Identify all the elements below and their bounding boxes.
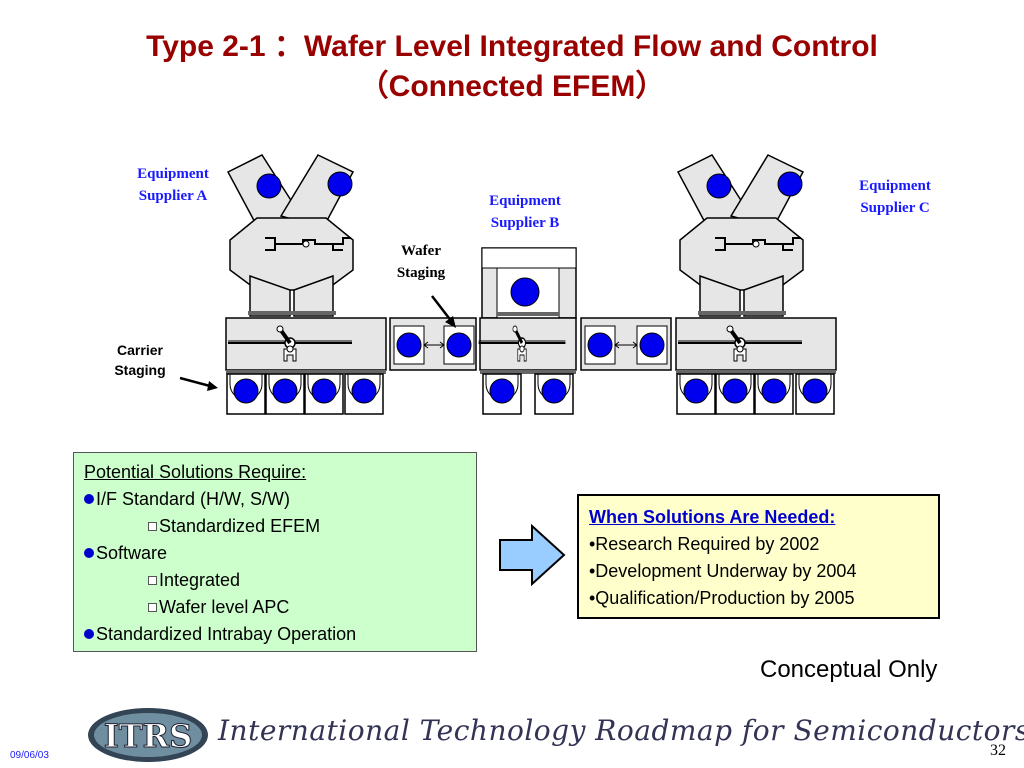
solution-subitem-text: Integrated [159,570,241,590]
efem-b [476,317,577,415]
supplier-b-label-line1: Equipment [489,193,561,209]
process-tool-b [481,247,577,319]
bullet-square-icon [148,603,157,612]
conceptual-note: Conceptual Only [760,656,938,683]
solution-item-text: Standardized Intrabay Operation [96,624,357,644]
carrier-staging-label-line2: Staging [114,362,166,378]
bullet-dot-icon [84,548,94,558]
slide-title-line1: Type 2-1 ：Wafer Level Integrated Flow an… [146,30,878,63]
supplier-a-label-line2: Supplier A [138,188,208,204]
solution-subitem: Standardized EFEM [84,513,466,540]
supplier-c-label-line1: Equipment [859,178,931,194]
solutions-timeline-box: When Solutions Are Needed: •Research Req… [577,494,940,619]
bullet-dot-icon [84,629,94,639]
wafer-staging-label-line1: Wafer [401,243,441,259]
itrs-banner-text: International Technology Roadmap for Sem… [218,714,1024,747]
carrier-staging-label-line1: Carrier [117,342,163,358]
slide-date: 09/06/03 [10,750,49,761]
solution-subitem-text: Wafer level APC [159,597,290,617]
solution-item: Standardized Intrabay Operation [84,621,466,648]
process-tool-a [226,153,355,318]
potential-solutions-heading: Potential Solutions Require: [84,462,307,482]
slide-title-line2: （Connected EFEM） [358,70,666,103]
supplier-c-label: Equipment Supplier C [840,175,950,219]
solution-subitem: Integrated [84,567,466,594]
solution-item-text: Software [96,543,168,563]
bullet-square-icon [148,522,157,531]
solution-item: Software [84,540,466,567]
timeline-heading: When Solutions Are Needed: [589,507,836,527]
supplier-a-label-line1: Equipment [137,166,209,182]
slide-page-number: 32 [990,742,1006,759]
bullet-square-icon [148,576,157,585]
wafer-staging-unit-2 [580,317,672,371]
timeline-item: •Qualification/Production by 2005 [589,588,855,608]
process-tool-c [676,153,805,318]
solution-subitem-text: Standardized EFEM [159,516,321,536]
solution-item: I/F Standard (H/W, S/W) [84,486,466,513]
itrs-logo-text: ITRS [104,717,192,755]
right-arrow-icon [499,524,566,586]
wafer-staging-label: Wafer Staging [380,240,462,284]
solution-item-text: I/F Standard (H/W, S/W) [96,489,291,509]
supplier-c-label-line2: Supplier C [860,200,930,216]
wafer-staging-label-line2: Staging [396,265,446,281]
timeline-item: •Development Underway by 2004 [589,561,857,581]
efem-c [675,317,837,415]
supplier-a-label: Equipment Supplier A [118,163,228,207]
carrier-staging-arrow [179,376,218,391]
solution-subitem: Wafer level APC [84,594,466,621]
supplier-b-label: Equipment Supplier B [470,190,580,234]
wafer-staging-arrow [431,295,456,328]
wafer-staging-unit-1 [389,317,477,371]
potential-solutions-box: Potential Solutions Require: I/F Standar… [73,452,477,652]
efem-a [225,317,387,415]
bullet-dot-icon [84,494,94,504]
efem-flow-diagram [179,153,837,415]
carrier-staging-label: Carrier Staging [100,340,180,380]
timeline-item: •Research Required by 2002 [589,534,820,554]
itrs-logo: ITRS [88,708,208,762]
supplier-b-label-line2: Supplier B [490,215,560,231]
